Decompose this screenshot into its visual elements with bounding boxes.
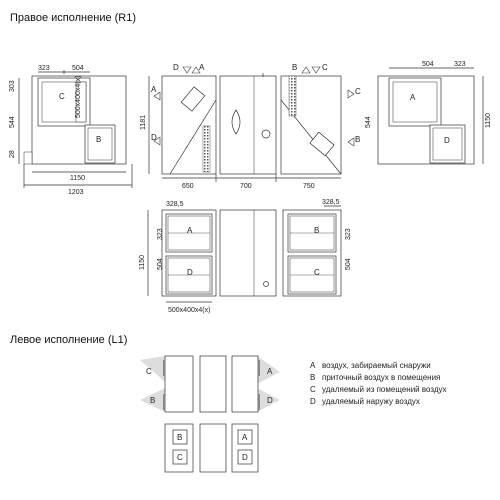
dim-500x400-rear: 500x400x4(x)	[168, 307, 210, 314]
letter-c-side: C	[59, 92, 65, 101]
view-side-right	[377, 67, 484, 165]
view-front-right	[282, 205, 342, 297]
letter-b-section: B	[355, 135, 360, 144]
title-left-version: Левое исполнение (L1)	[10, 334, 128, 346]
dim-750: 750	[303, 183, 315, 190]
view-top	[219, 209, 277, 297]
letter-b-side: B	[96, 135, 101, 144]
dim-700: 700	[240, 183, 252, 190]
view-section-750	[162, 66, 355, 182]
dimension-texts: 323 504 303 544 28 1150 1203 1181 650 70…	[9, 61, 492, 314]
view-side-left	[18, 70, 133, 188]
view-front-650	[148, 66, 217, 175]
letter-b-box: B	[177, 433, 182, 442]
dim-650: 650	[182, 183, 194, 190]
dim-303: 303	[9, 80, 16, 92]
letter-d-schematic: D	[267, 396, 273, 405]
letter-d-box: D	[242, 453, 248, 462]
view-middle-700	[219, 73, 277, 175]
dim-544-right: 544	[365, 116, 372, 128]
dim-323-front: 323	[345, 228, 352, 240]
dim-328-5-right: 328,5	[322, 199, 340, 206]
letter-c-front: C	[314, 268, 320, 277]
letter-a-front: A	[151, 85, 157, 94]
legend-text-a: воздух, забираемый снаружи	[322, 361, 431, 370]
legend-text-d: удаляемый наружу воздух	[322, 397, 420, 406]
legend: A воздух, забираемый снаружи B приточный…	[310, 361, 447, 406]
dim-1150-width: 1150	[70, 175, 85, 182]
dim-323-rear: 323	[157, 228, 164, 240]
view-rear	[147, 209, 217, 303]
dim-1181: 1181	[140, 115, 147, 130]
letter-d-front: D	[151, 133, 157, 142]
dim-544-left: 544	[9, 116, 16, 128]
title-right-version: Правое исполнение (R1)	[10, 12, 137, 24]
dim-1150-right: 1150	[485, 113, 492, 128]
legend-text-b: приточный воздух в помещения	[322, 373, 440, 382]
dim-323-left: 323	[38, 65, 50, 72]
dim-1150-height: 1150	[139, 255, 146, 270]
legend-letter-b: B	[310, 373, 315, 382]
legend-letter-a: A	[310, 361, 316, 370]
letter-a-side-right: A	[410, 93, 416, 102]
letter-b-front: B	[314, 226, 319, 235]
dim-504-rear: 504	[157, 258, 164, 270]
dim-504-right: 504	[422, 61, 434, 68]
letter-c-box: C	[177, 453, 183, 462]
dim-504-left: 504	[72, 65, 84, 72]
letter-a-rear: A	[187, 226, 193, 235]
letter-a-top-left: A	[199, 63, 205, 72]
dim-323-right: 323	[454, 61, 466, 68]
dim-328-5-left: 328,5	[166, 201, 184, 208]
legend-letter-d: D	[310, 397, 316, 406]
letter-a-box: A	[242, 433, 248, 442]
letter-b-schematic: B	[150, 396, 155, 405]
letter-d-rear: D	[187, 268, 193, 277]
dim-504-front: 504	[345, 258, 352, 270]
letter-c-top-right: C	[322, 63, 328, 72]
legend-letter-c: C	[310, 385, 316, 394]
letter-d-side-right: D	[444, 136, 450, 145]
letter-a-schematic: A	[267, 367, 273, 376]
dim-1203: 1203	[68, 189, 84, 196]
legend-text-c: удаляемый из помещений воздух	[322, 385, 447, 394]
flow-letters: C B A D D A B C C B A D A D B C C B A D …	[59, 63, 450, 462]
letter-c-schematic: C	[146, 367, 152, 376]
left-version-schematic	[140, 355, 280, 473]
letter-d-top-left: D	[173, 63, 179, 72]
dim-500x400-side: 500x400x4(x)	[75, 76, 82, 118]
letter-c-section: C	[355, 87, 361, 96]
dim-28: 28	[9, 150, 16, 158]
letter-b-top-right: B	[292, 63, 297, 72]
